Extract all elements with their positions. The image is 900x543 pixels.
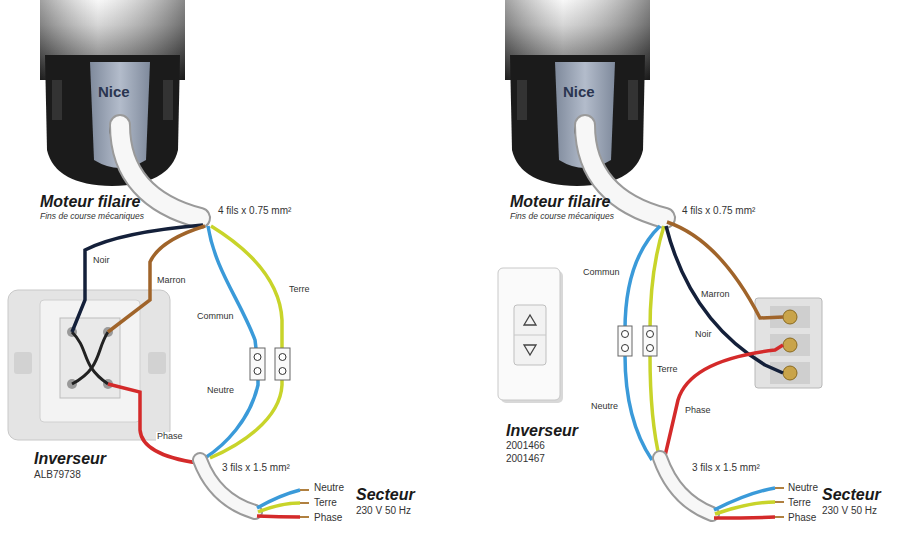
wire-label: Noir	[92, 256, 111, 266]
spec-label: 230 V 50 Hz	[356, 505, 411, 516]
wire-label: Commun	[196, 312, 235, 322]
spec-label: ALB79738	[34, 469, 81, 480]
part-subtitle: Fins de course mécaniques	[510, 212, 614, 221]
part-subtitle: Fins de course mécaniques	[40, 212, 144, 221]
spec-label: 2001466	[506, 440, 545, 451]
part-title: Inverseur	[506, 422, 578, 440]
part-title: Inverseur	[34, 450, 106, 468]
spec-label: 230 V 50 Hz	[822, 505, 877, 516]
mains-wire-label: Terre	[314, 497, 337, 508]
wire-label: Terre	[656, 365, 679, 375]
wire-label: Commun	[582, 268, 621, 278]
spec-label: 4 fils x 0.75 mm²	[682, 205, 755, 216]
mains-wire-label: Phase	[788, 512, 816, 523]
brand-logo: Nice	[563, 84, 595, 101]
wire-label: Phase	[684, 406, 712, 416]
spec-label: 3 fils x 1.5 mm²	[222, 462, 290, 473]
mains-wire-label: Neutre	[314, 482, 344, 493]
part-title: Secteur	[356, 486, 415, 504]
wire-label: Noir	[694, 330, 713, 340]
part-title: Moteur filaire	[40, 193, 140, 211]
spec-label: 2001467	[506, 453, 545, 464]
mains-wire-label: Neutre	[788, 482, 818, 493]
wire-label: Neutre	[206, 386, 235, 396]
mains-wire-label: Phase	[314, 512, 342, 523]
spec-label: 3 fils x 1.5 mm²	[692, 462, 760, 473]
spec-label: 4 fils x 0.75 mm²	[218, 205, 291, 216]
part-title: Moteur filaire	[510, 193, 610, 211]
brand-logo: Nice	[98, 84, 130, 101]
wire-label: Phase	[156, 432, 184, 442]
wire-label: Terre	[288, 285, 311, 295]
wire-label: Neutre	[590, 402, 619, 412]
wire-label: Marron	[700, 290, 731, 300]
part-title: Secteur	[822, 486, 881, 504]
wire-label: Marron	[156, 276, 187, 286]
mains-wire-label: Terre	[788, 497, 811, 508]
